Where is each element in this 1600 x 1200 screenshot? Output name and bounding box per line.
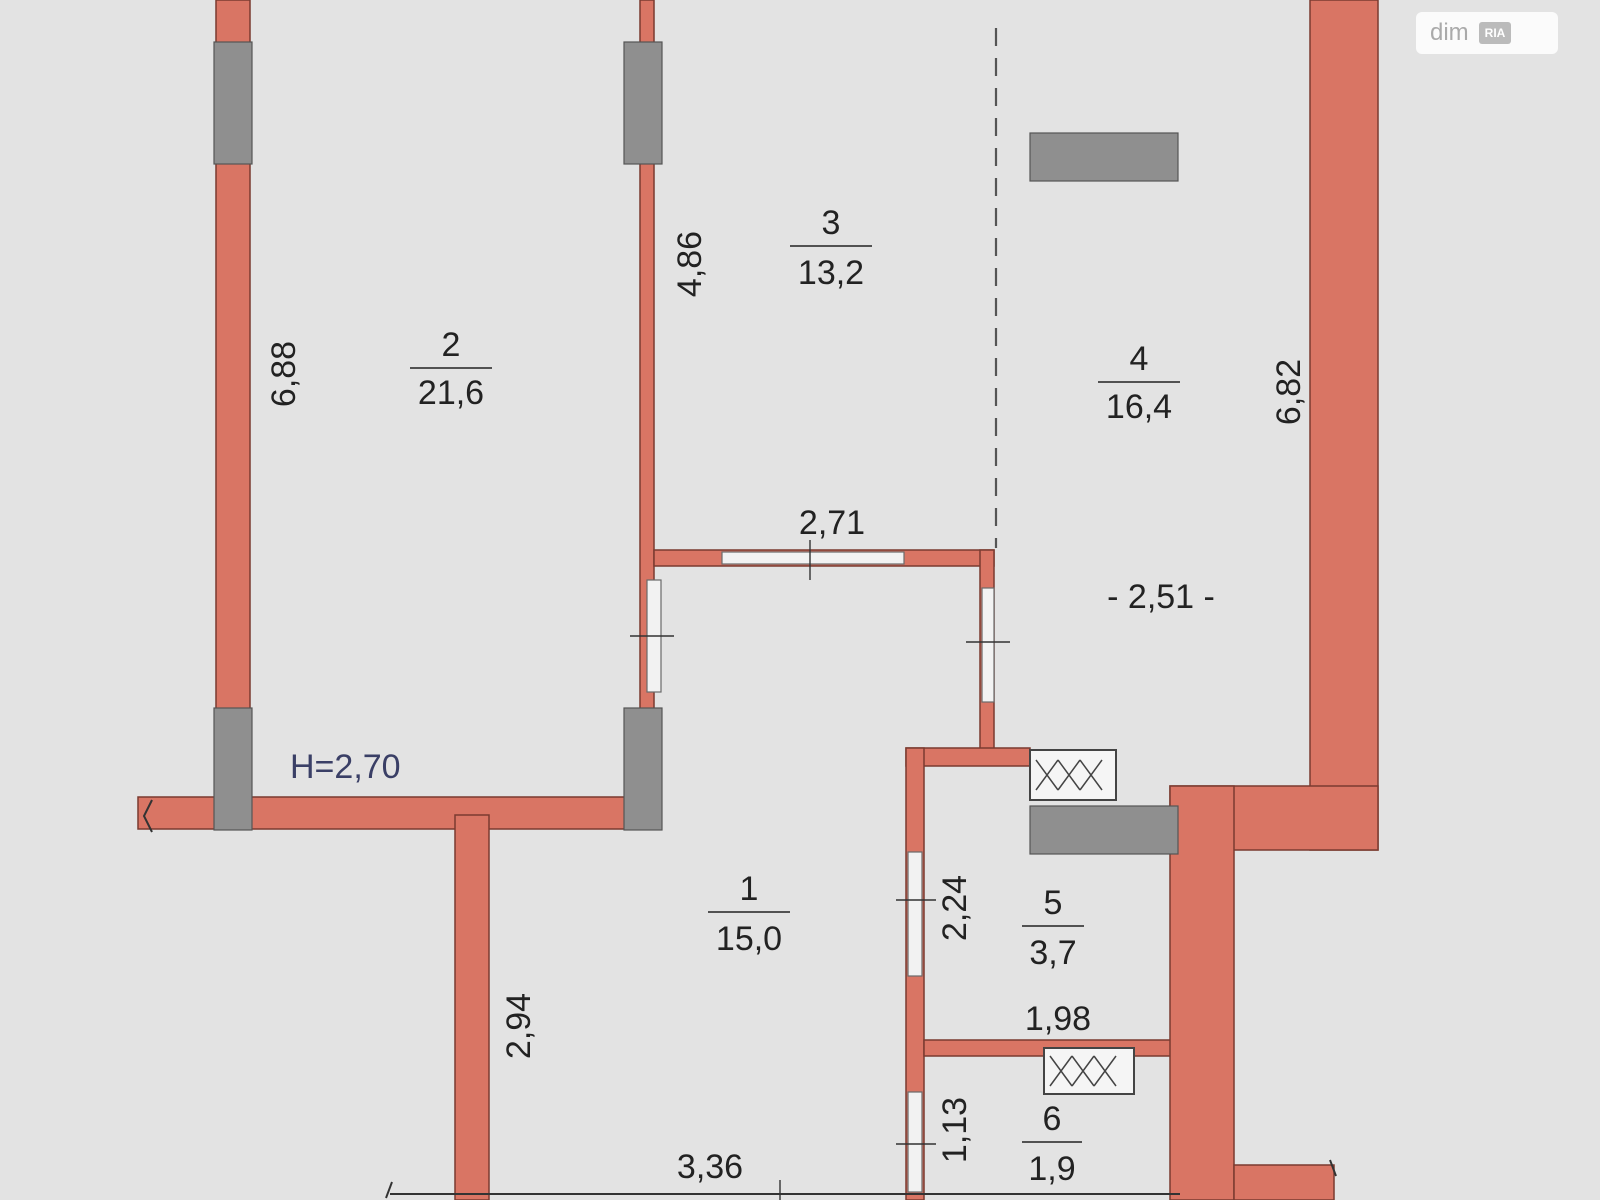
svg-text:1: 1 [740, 870, 759, 908]
window-piers [213, 41, 1179, 855]
dim-room4-length: 6,82 [1270, 359, 1308, 425]
door-room1-room6 [907, 1091, 923, 1193]
pier-room3-top [623, 41, 663, 165]
svg-text:4: 4 [1130, 340, 1149, 378]
vent-shaft-lower [1043, 1047, 1135, 1095]
svg-text:3,7: 3,7 [1029, 934, 1076, 972]
svg-text:5: 5 [1044, 884, 1063, 922]
pier-room1-top [623, 707, 663, 831]
vent-shaft-upper [1029, 749, 1117, 801]
wall-room1-left [454, 814, 490, 1200]
pier-room5-block [1029, 805, 1179, 855]
dim-room5-width: 1,98 [1025, 1000, 1091, 1038]
ceiling-height-label: H=2,70 [290, 748, 401, 786]
dim-room1-width: 3,36 [677, 1148, 743, 1186]
door-room1-room5 [907, 851, 923, 977]
dim-room3-length: 4,86 [671, 231, 709, 297]
svg-text:15,0: 15,0 [716, 920, 782, 958]
watermark-text: dim [1430, 19, 1469, 46]
svg-text:3: 3 [822, 204, 841, 242]
dim-room5-length: 2,24 [936, 875, 974, 941]
pier-room2-top [213, 41, 253, 165]
svg-text:21,6: 21,6 [418, 374, 484, 412]
dim-ria-watermark: dim RIA [1416, 12, 1558, 54]
svg-text:16,4: 16,4 [1106, 388, 1172, 426]
room-label-2: 2 21,6 [410, 326, 492, 412]
svg-text:6: 6 [1043, 1100, 1062, 1138]
wall-outer-bottom-stub [1233, 1164, 1335, 1200]
room-label-5: 5 3,7 [1022, 884, 1084, 972]
dim-room3-width: 2,71 [799, 504, 865, 542]
door-openings [630, 540, 1010, 1193]
pier-room2-bottom [213, 707, 253, 831]
dim-room1-length: 2,94 [500, 993, 538, 1059]
wall-outer-lower [1169, 785, 1235, 1200]
room-label-6: 6 1,9 [1022, 1100, 1082, 1188]
wall-outer-right [1309, 0, 1379, 851]
break-mark-left [142, 799, 153, 833]
door-room3-room1 [721, 551, 905, 565]
svg-text:1,9: 1,9 [1028, 1150, 1075, 1188]
watermark-badge: RIA [1478, 22, 1512, 44]
dim-room4-width: - 2,51 - [1107, 578, 1215, 616]
pier-room4-block [1029, 132, 1179, 182]
door-room1-room4 [981, 587, 995, 703]
svg-text:2: 2 [442, 326, 461, 364]
dim-room2-length: 6,88 [265, 341, 303, 407]
room-label-4: 4 16,4 [1098, 340, 1180, 426]
break-mark-right [1329, 1159, 1337, 1177]
break-mark-bottom [385, 1181, 393, 1199]
room-label-1: 1 15,0 [708, 870, 790, 958]
dim-room6-length: 1,13 [936, 1097, 974, 1163]
svg-text:13,2: 13,2 [798, 254, 864, 292]
room-label-3: 3 13,2 [790, 204, 872, 292]
